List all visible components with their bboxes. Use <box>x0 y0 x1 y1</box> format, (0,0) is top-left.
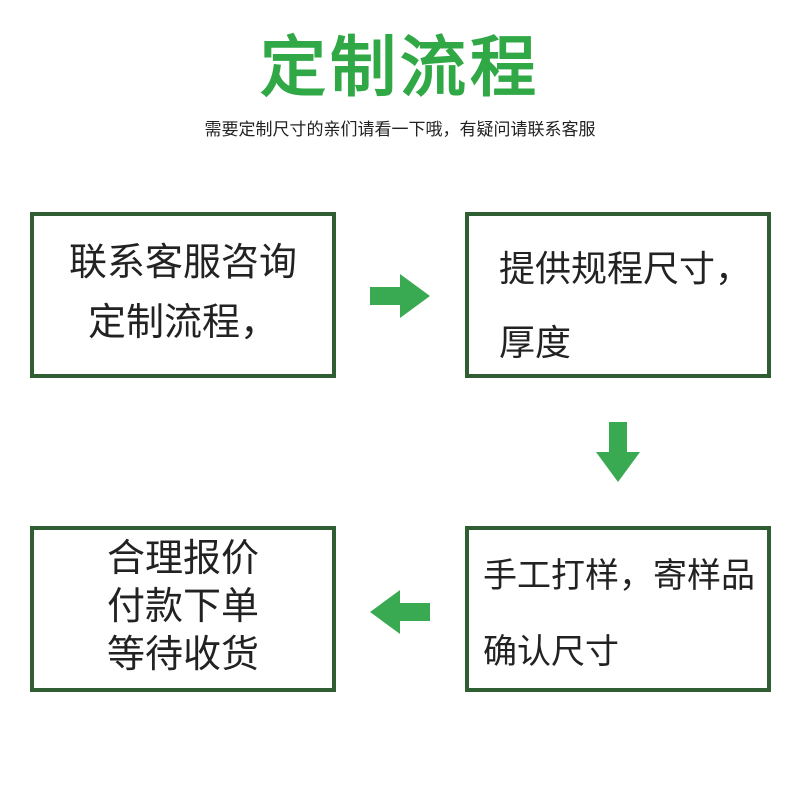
step-text-line: 手工打样，寄样品 <box>483 556 755 596</box>
step-text-line: 提供规程尺寸， <box>499 249 752 290</box>
step-text-line: 确认尺寸 <box>483 632 619 672</box>
step-text-line: 定制流程， <box>87 300 278 344</box>
step-text-line: 合理报价 <box>106 536 259 580</box>
step-box-sample: 手工打样，寄样品 确认尺寸 <box>465 526 771 692</box>
arrow-left-icon <box>370 590 430 634</box>
step-box-provide-size: 提供规程尺寸， 厚度 <box>465 212 771 378</box>
step-text-line: 付款下单 <box>106 584 259 628</box>
step-box-quote: 合理报价 付款下单 等待收货 <box>30 526 336 692</box>
step-text-line: 厚度 <box>499 323 572 364</box>
arrow-down-icon <box>596 422 640 482</box>
page-title: 定制流程 <box>260 29 540 106</box>
step-text-line: 等待收货 <box>106 632 259 676</box>
page-subtitle: 需要定制尺寸的亲们请看一下哦，有疑问请联系客服 <box>204 120 596 140</box>
step-text-line: 联系客服咨询 <box>68 240 297 284</box>
step-box-contact: 联系客服咨询 定制流程， <box>30 212 336 378</box>
arrow-right-icon <box>370 274 430 318</box>
